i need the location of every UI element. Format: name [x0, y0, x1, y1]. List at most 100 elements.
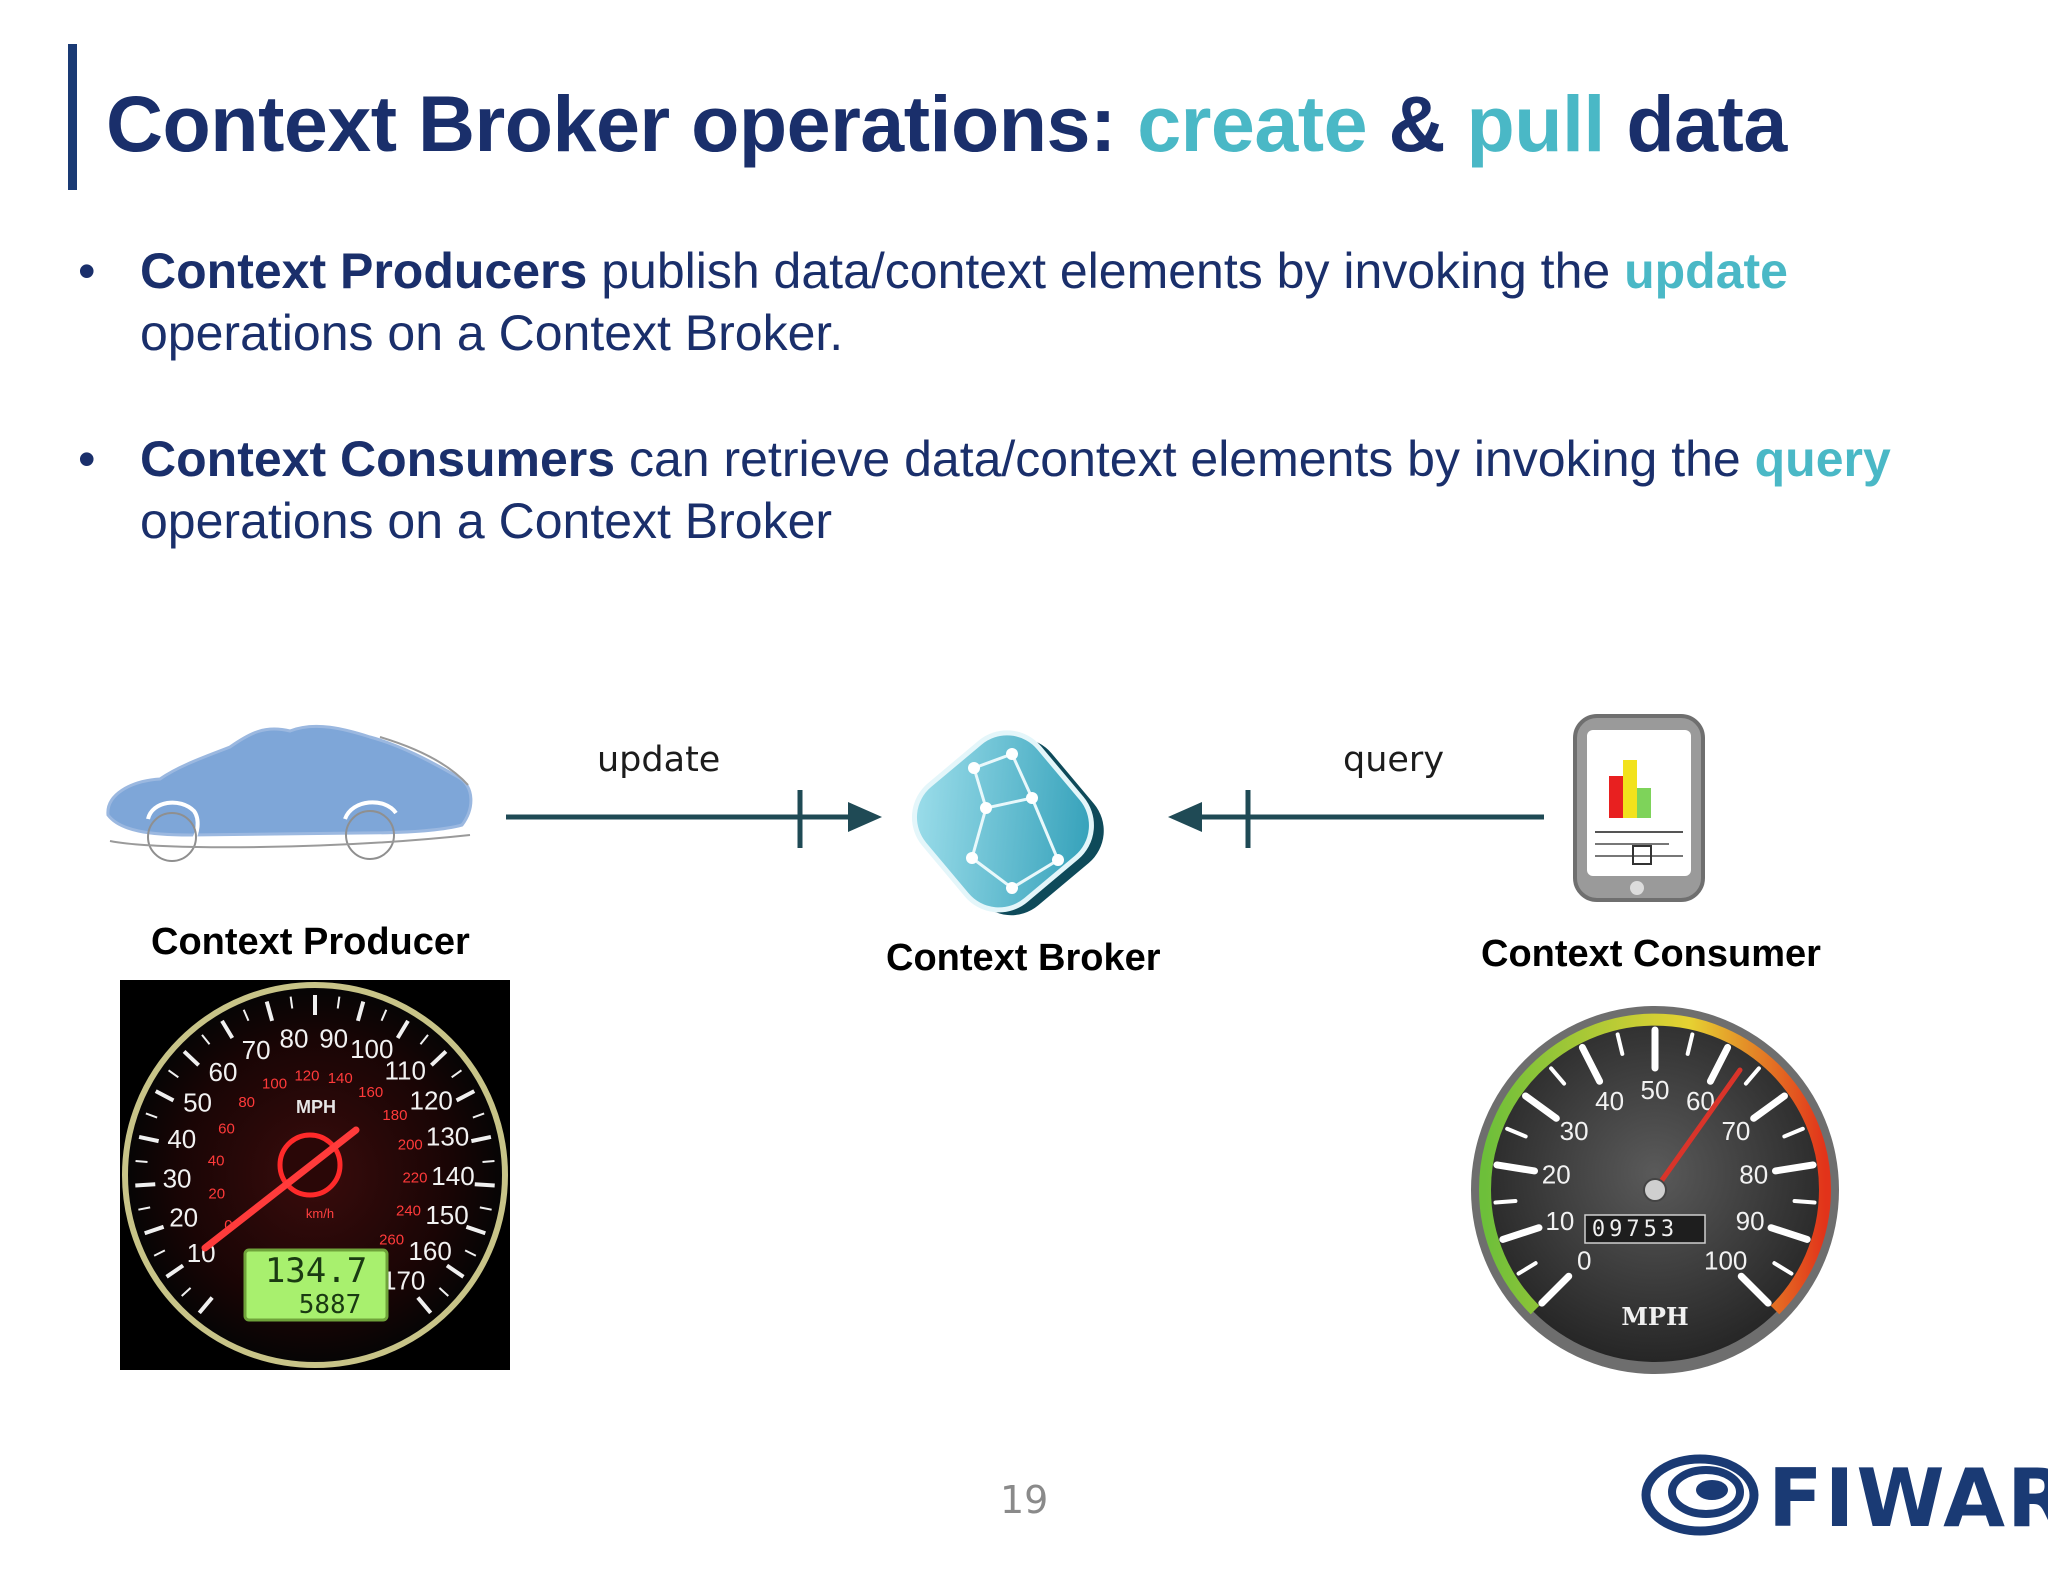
dial-label-kmh: 180	[382, 1107, 407, 1124]
bullet-keyword: query	[1754, 431, 1891, 487]
dial-tick	[1750, 1092, 1788, 1122]
context-broker-icon	[911, 730, 1104, 916]
fiware-logo-text: FIWARE	[1768, 1452, 2048, 1545]
dial-label-kmh: 40	[208, 1152, 225, 1169]
producer-label: Context Producer	[151, 921, 470, 963]
dial-tick	[1792, 1198, 1817, 1205]
dial-tick	[438, 1287, 449, 1297]
speedometer-right-unit: MPH	[1621, 1302, 1688, 1331]
dial-label-kmh: 260	[379, 1231, 404, 1248]
dial-label-mph: 100	[350, 1034, 393, 1064]
smartphone-icon	[1573, 714, 1705, 902]
bullet-rest: operations on a Context Broker.	[140, 305, 844, 361]
dial-tick	[474, 1182, 495, 1188]
dial-tick	[395, 1019, 410, 1040]
dial-label-mph: 110	[385, 1056, 426, 1086]
dial-label-kmh: 200	[398, 1137, 423, 1154]
dial-label-mph: 160	[408, 1236, 451, 1266]
dial-label-kmh: 140	[328, 1070, 353, 1087]
dial-tick	[1549, 1066, 1567, 1086]
dial-tick	[1505, 1126, 1528, 1139]
title-accent-bar	[68, 44, 77, 190]
bullet-marker: •	[78, 431, 96, 487]
bullet-marker: •	[78, 243, 96, 299]
dial-tick	[289, 996, 294, 1009]
dial-tick	[451, 1069, 463, 1079]
dial-tick	[1615, 1032, 1625, 1056]
dial-label-mph: 70	[242, 1035, 271, 1065]
dial-label-mph: 30	[163, 1163, 192, 1193]
dial-label-mph: 120	[410, 1086, 453, 1116]
speedometer-left-speed-display: 134.7	[265, 1251, 367, 1291]
dial-tick	[197, 1296, 214, 1315]
dial-tick	[135, 1182, 156, 1188]
dial-label-mph: 50	[183, 1088, 212, 1118]
dial-label: 30	[1560, 1116, 1589, 1146]
dial-label: 80	[1739, 1159, 1768, 1189]
bullet-producers: • Context Producers publish data/context…	[78, 240, 1978, 364]
dial-tick	[201, 1034, 211, 1045]
dial-tick	[1516, 1261, 1538, 1276]
dial-label-mph: 150	[425, 1200, 468, 1230]
title-pull: pull	[1466, 79, 1605, 168]
dial-label-mph: 90	[319, 1023, 348, 1053]
dial-label-mph: 20	[169, 1202, 198, 1232]
broker-label: Context Broker	[886, 937, 1161, 979]
dial-label-mph: 80	[280, 1024, 309, 1054]
bullet-bold: Context Consumers	[140, 431, 616, 487]
dial-tick	[181, 1287, 192, 1297]
dial-label-mph: 140	[431, 1161, 474, 1191]
dial-tick	[1743, 1066, 1761, 1086]
dial-tick	[464, 1249, 477, 1257]
dial-tick	[1782, 1126, 1805, 1139]
dial-label-mph: 130	[426, 1122, 469, 1152]
dial-tick	[242, 1009, 250, 1022]
speedometer-left-kmh: km/h	[306, 1206, 334, 1221]
car-icon	[106, 724, 473, 862]
dial-tick	[1767, 1224, 1811, 1243]
query-arrow	[1168, 790, 1544, 848]
speedometer-left-mph: MPH	[296, 1097, 336, 1117]
dial-tick	[135, 1160, 148, 1163]
update-label: update	[597, 740, 721, 780]
dial-label-mph: 60	[209, 1057, 238, 1087]
dial-tick	[336, 996, 341, 1009]
dial-label-kmh: 20	[208, 1186, 225, 1203]
dial-tick	[470, 1134, 492, 1144]
dial-label-kmh: 80	[238, 1094, 255, 1111]
dial-tick	[472, 1112, 485, 1119]
dial-label-mph: 40	[167, 1124, 196, 1154]
title-amp: &	[1367, 79, 1467, 168]
fiware-logo-icon	[1641, 1454, 1759, 1536]
dial-tick	[145, 1112, 158, 1119]
dial-tick	[445, 1263, 465, 1279]
dial-tick	[1772, 1261, 1794, 1276]
dial-label: 50	[1641, 1075, 1670, 1105]
dial-label: 70	[1721, 1116, 1750, 1146]
dial-tick	[138, 1134, 160, 1144]
dial-label-mph: 170	[382, 1266, 425, 1296]
dial-tick	[154, 1089, 175, 1103]
bullet-list: • Context Producers publish data/context…	[78, 240, 1978, 552]
dial-tick	[355, 1001, 366, 1022]
slide-title: Context Broker operations: create & pull…	[106, 78, 1787, 170]
dial-tick	[479, 1206, 492, 1211]
dial-tick	[264, 1001, 275, 1022]
dial-tick	[182, 1050, 200, 1067]
dial-label: 0	[1577, 1246, 1591, 1276]
dial-tick	[465, 1224, 486, 1236]
dial-tick	[1538, 1272, 1573, 1307]
dial-label-kmh: 100	[262, 1076, 287, 1093]
bullet-keyword: update	[1624, 243, 1788, 299]
title-part2: data	[1604, 79, 1787, 168]
dial-label: 20	[1542, 1159, 1571, 1189]
dial-tick	[138, 1206, 151, 1211]
bullet-text: can retrieve data/context elements by in…	[615, 431, 1755, 487]
dial-tick	[1578, 1043, 1604, 1085]
speedometer-left-odometer-display: 5887	[299, 1290, 362, 1320]
dial-tick	[430, 1050, 448, 1067]
bullet-rest: operations on a Context Broker	[140, 493, 833, 549]
dial-label: 90	[1736, 1206, 1765, 1236]
dial-tick	[1522, 1092, 1560, 1122]
